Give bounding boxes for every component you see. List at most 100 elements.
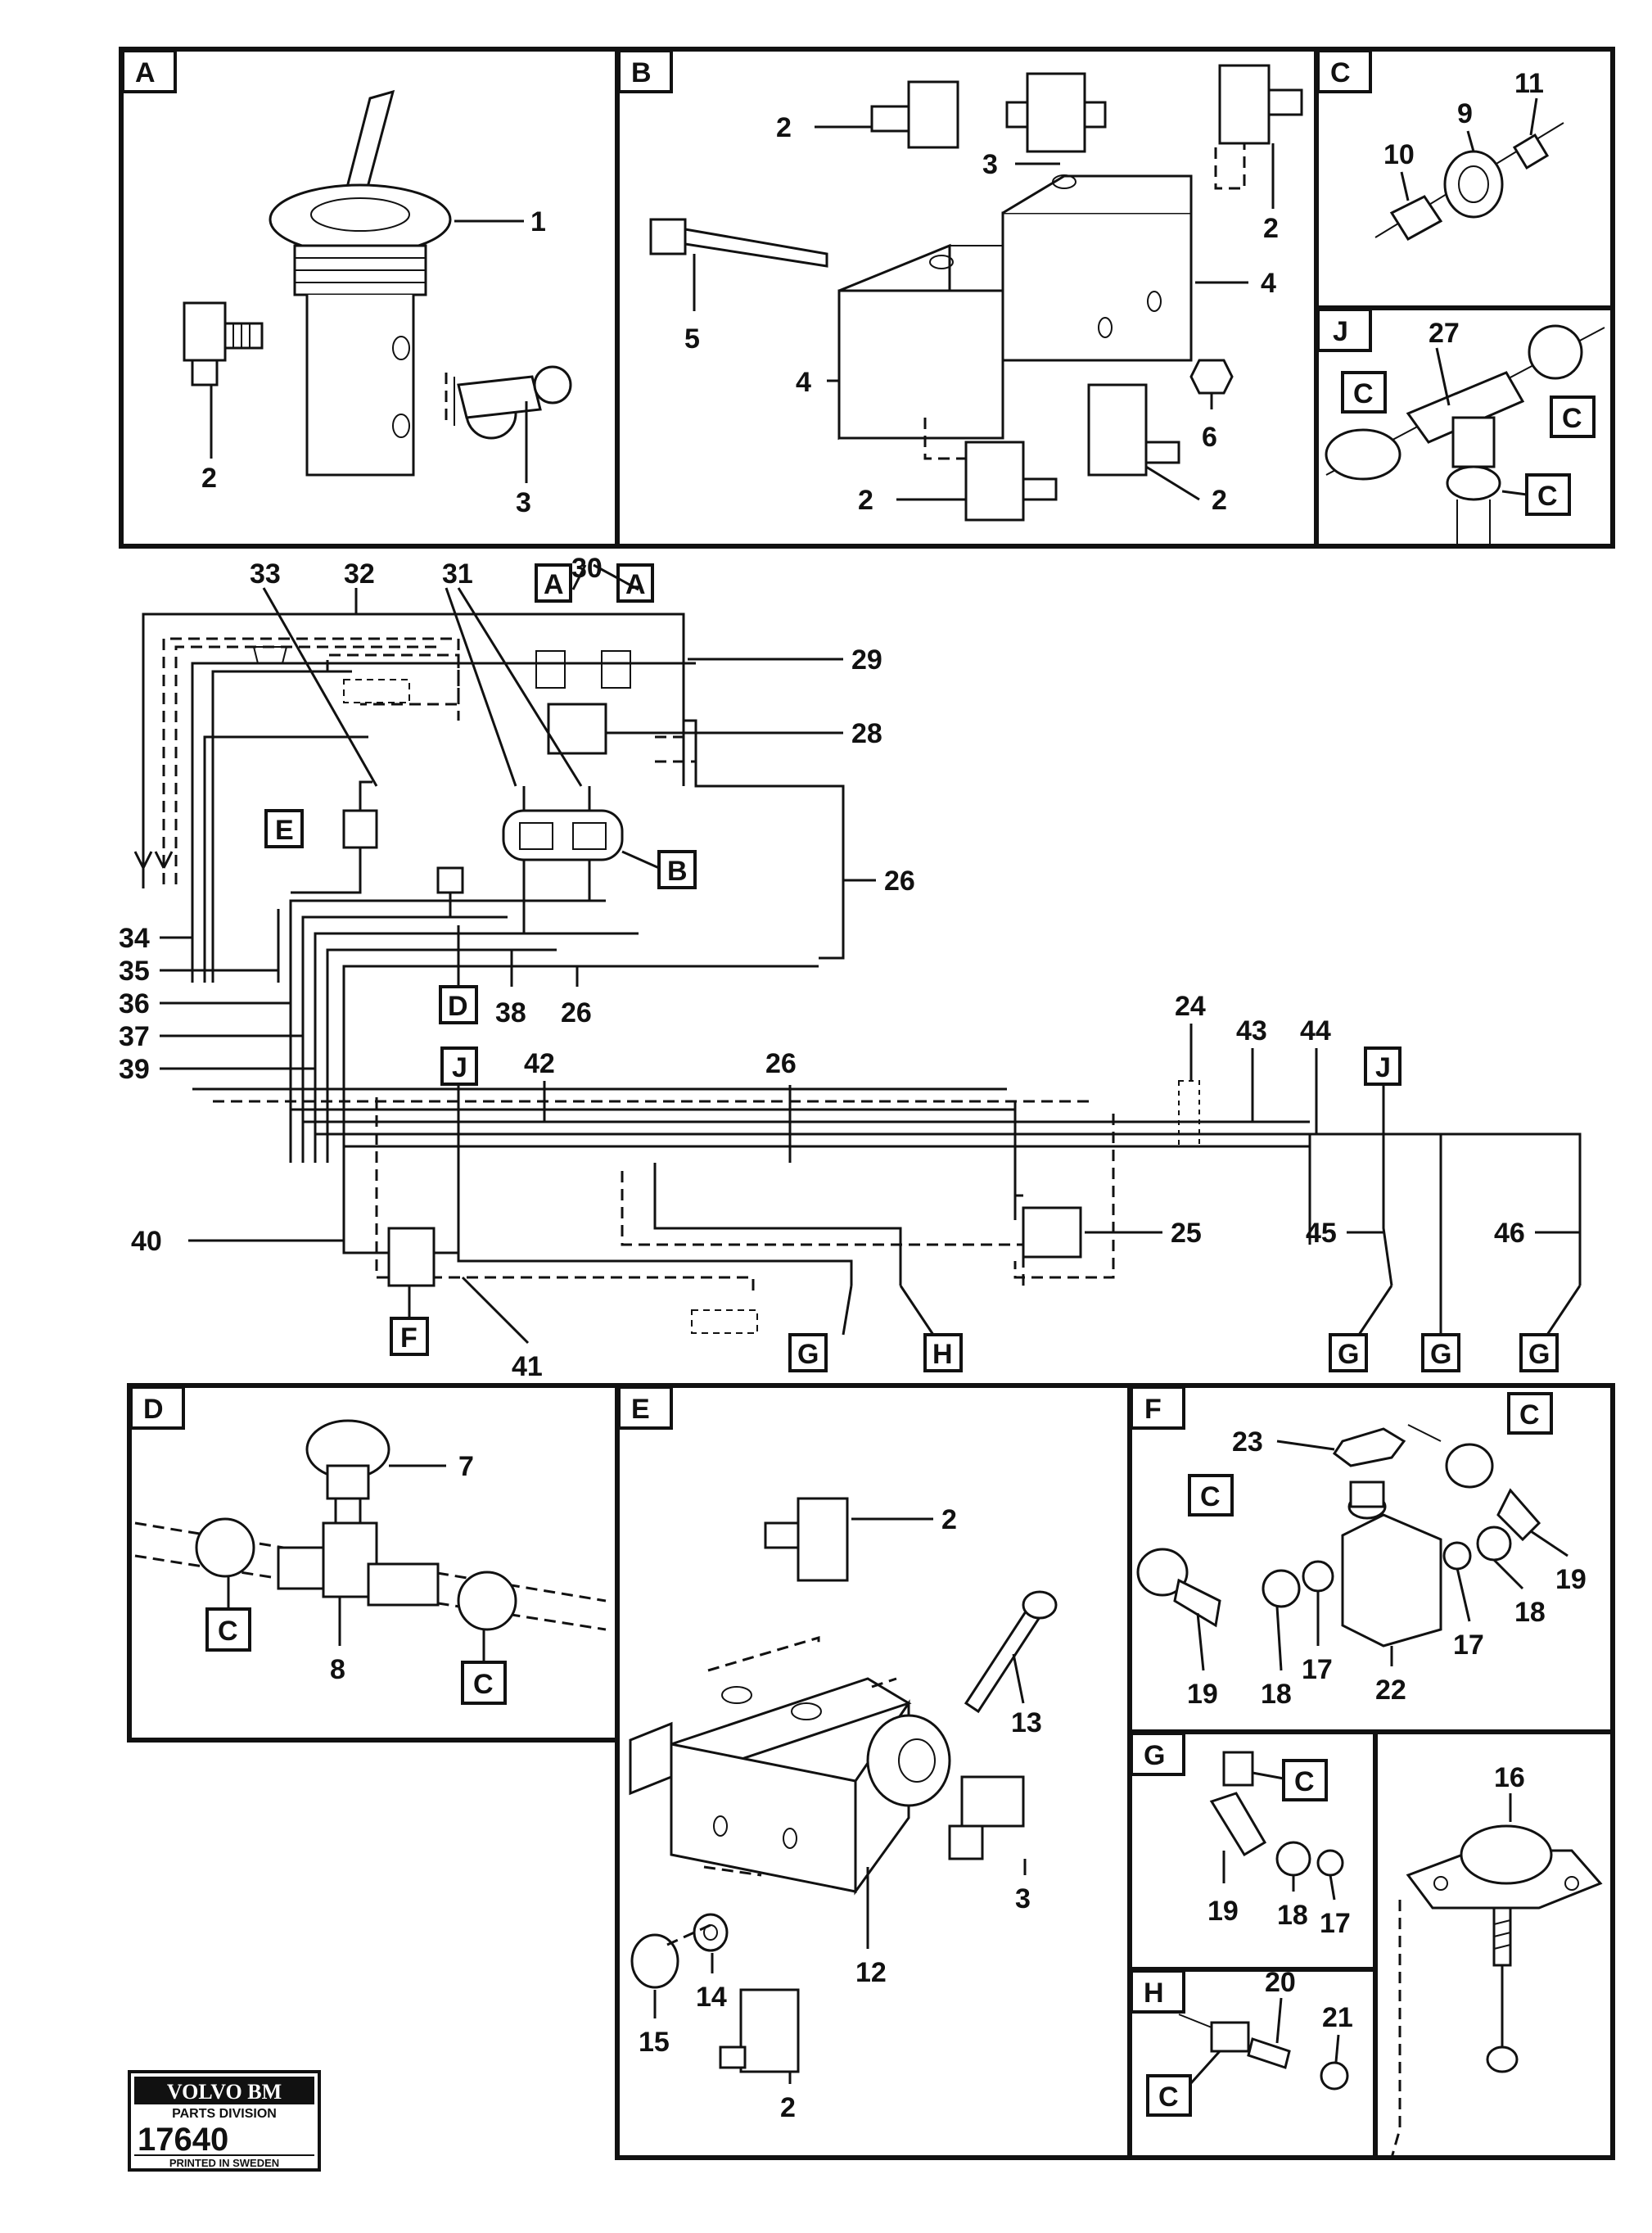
ref-c-g: C — [1294, 1766, 1315, 1797]
callout-24: 24 — [1175, 991, 1206, 1022]
callout-4-b2: 4 — [796, 367, 811, 398]
callout-33: 33 — [250, 558, 281, 590]
panel-b-label: B — [631, 57, 652, 88]
callout-15: 15 — [639, 2027, 670, 2058]
elbow-left-part — [1136, 1548, 1334, 1628]
ref-g-1: G — [797, 1339, 819, 1370]
panel-b: B — [615, 47, 1319, 549]
ref-c-j3: C — [1537, 481, 1558, 512]
callout-21: 21 — [1322, 2002, 1353, 2033]
callout-26-c: 26 — [765, 1048, 797, 1079]
logo-division: PARTS DIVISION — [172, 2107, 277, 2121]
callout-39: 39 — [119, 1054, 150, 1085]
ref-g-3: G — [1430, 1339, 1451, 1370]
fitting-2-topright — [1218, 64, 1303, 145]
tee-union-part — [1325, 324, 1605, 545]
callout-40: 40 — [131, 1226, 162, 1257]
callout-43: 43 — [1236, 1015, 1267, 1046]
callout-4-b1: 4 — [1261, 268, 1276, 299]
logo-printed: PRINTED IN SWEDEN — [169, 2157, 279, 2169]
panel-c: C 10 9 11 — [1314, 47, 1615, 310]
ref-g-4: G — [1528, 1339, 1550, 1370]
schematic: A A E B D J J F G H G G G — [119, 553, 1582, 1382]
callout-18-f1: 18 — [1261, 1679, 1292, 1710]
callout-29: 29 — [851, 644, 882, 676]
ref-f: F — [400, 1322, 418, 1354]
callout-41: 41 — [512, 1351, 543, 1382]
callout-11: 11 — [1514, 68, 1544, 99]
callout-37: 37 — [119, 1021, 150, 1052]
callout-27: 27 — [1429, 318, 1460, 349]
ref-c-j1: C — [1353, 378, 1374, 409]
callout-17-f1: 17 — [1302, 1654, 1333, 1685]
nut-6-part — [1189, 359, 1234, 395]
ref-c-f1: C — [1200, 1481, 1221, 1512]
ref-a-1: A — [544, 569, 564, 600]
panel-c-label: C — [1330, 57, 1351, 88]
panel-j: J C C C 27 — [1314, 305, 1615, 549]
bolt-13-part — [964, 1590, 1058, 1714]
callout-3: 3 — [516, 487, 531, 518]
banjo-fitting-part — [183, 301, 264, 386]
brake-chamber-16-part — [1406, 1824, 1603, 2073]
fitting-2-e-bottom — [719, 1988, 800, 2073]
lever-valve-part — [269, 89, 452, 477]
fitting-2-e-top — [764, 1497, 849, 1582]
callout-7: 7 — [458, 1451, 474, 1482]
callout-19-f2: 19 — [1555, 1564, 1587, 1595]
logo-brand: VOLVO BM — [167, 2080, 282, 2104]
callout-2-b4: 2 — [1212, 485, 1227, 516]
panel-d: D C C 7 8 — [127, 1383, 620, 1743]
ref-c-d2: C — [473, 1669, 494, 1700]
callout-1: 1 — [530, 206, 546, 237]
block-22-part — [1332, 1427, 1442, 1648]
ref-g-2: G — [1338, 1339, 1359, 1370]
ref-b: B — [667, 856, 688, 887]
callout-2-e1: 2 — [941, 1504, 957, 1535]
ref-j-1: J — [452, 1052, 467, 1083]
callout-25: 25 — [1171, 1218, 1202, 1249]
callout-44: 44 — [1300, 1015, 1331, 1046]
callout-5: 5 — [684, 323, 700, 355]
callout-34: 34 — [119, 923, 150, 954]
tee-sensor-part — [134, 1419, 607, 1631]
panel-e-label: E — [631, 1394, 650, 1425]
callout-6: 6 — [1202, 422, 1217, 453]
callout-18-f2: 18 — [1514, 1597, 1546, 1628]
ref-c-j2: C — [1562, 403, 1582, 434]
callout-20: 20 — [1265, 1967, 1296, 1998]
washer-14-part — [693, 1913, 729, 1952]
callout-45: 45 — [1306, 1218, 1337, 1249]
callout-42: 42 — [524, 1048, 555, 1079]
panel-e: E — [615, 1383, 1132, 2160]
ref-c-f2: C — [1519, 1399, 1540, 1431]
callout-18-g: 18 — [1277, 1900, 1308, 1931]
callout-38: 38 — [495, 997, 526, 1028]
nut-15-part — [630, 1933, 679, 1989]
callout-26-b: 26 — [561, 997, 592, 1028]
logo-number: 17640 — [138, 2122, 228, 2158]
callout-19-g: 19 — [1207, 1896, 1239, 1927]
callout-10: 10 — [1383, 139, 1415, 170]
panel-f: F C C 23 19 18 17 — [1127, 1383, 1615, 1734]
panel-g: G C 19 18 17 — [1127, 1729, 1378, 1972]
ref-e: E — [275, 815, 294, 846]
callout-32: 32 — [344, 558, 375, 590]
bolt-part — [649, 218, 828, 268]
fitting-2-bottom — [964, 441, 1058, 522]
callout-9: 9 — [1457, 98, 1473, 129]
callout-13: 13 — [1011, 1707, 1042, 1738]
ref-h: H — [932, 1339, 953, 1370]
callout-17-g: 17 — [1320, 1908, 1351, 1939]
callout-28: 28 — [851, 718, 882, 749]
panel-g-label: G — [1144, 1740, 1165, 1771]
callout-12: 12 — [855, 1957, 887, 1988]
callout-19-f1: 19 — [1187, 1679, 1218, 1710]
callout-2-b3: 2 — [858, 485, 873, 516]
tee-fitting-part — [454, 365, 572, 440]
fitting-3-e — [948, 1775, 1025, 1860]
callout-16: 16 — [1494, 1762, 1525, 1793]
callout-2-b2: 2 — [1263, 213, 1279, 244]
fitting-2-bottomright — [1087, 383, 1180, 477]
